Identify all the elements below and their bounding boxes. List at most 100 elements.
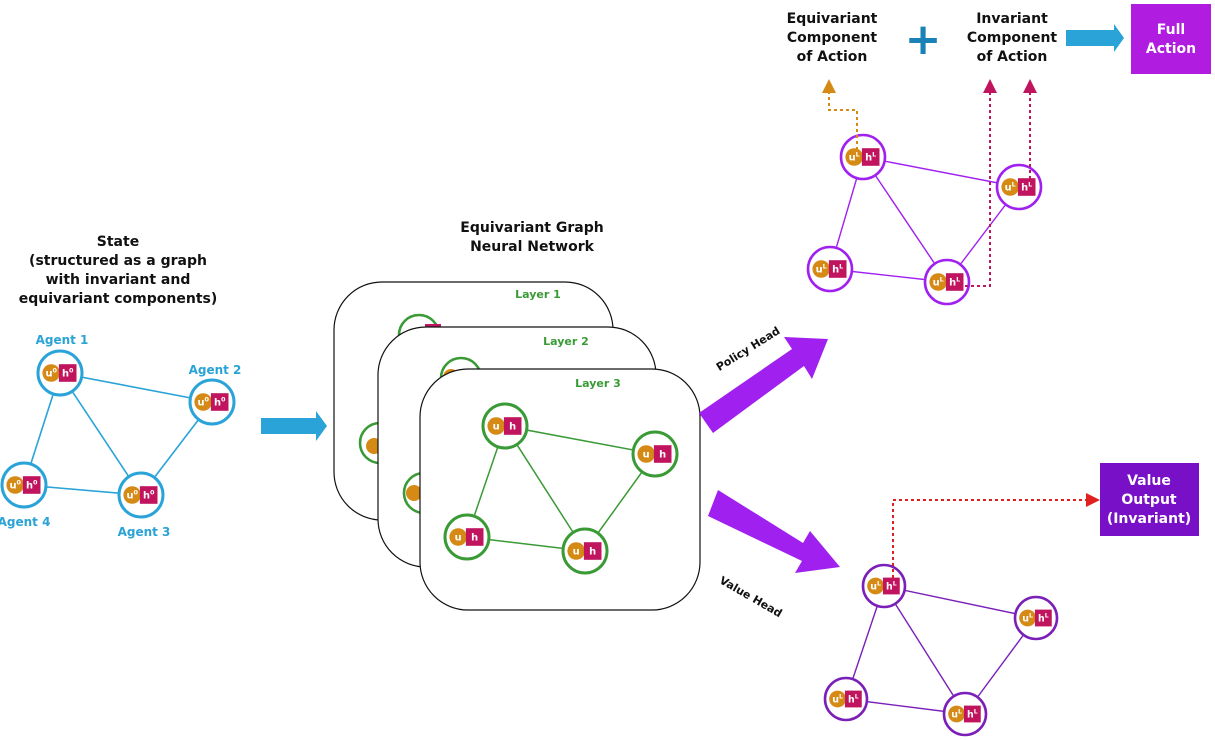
layer-1-label: Layer 1 [515, 288, 561, 301]
invariant-action-label: Invariant Component of Action [967, 11, 1058, 65]
u-feature-label: uL [1022, 613, 1033, 625]
u-feature-label: u [643, 449, 650, 460]
h-feature-square [210, 393, 229, 411]
h-feature-square [861, 148, 880, 166]
h-feature-square [844, 690, 862, 708]
h-feature-label: hL [967, 709, 978, 721]
value-head-arrow [708, 490, 840, 573]
h-feature-square [882, 577, 900, 595]
policy-node-2: uL hL [995, 163, 1043, 211]
svg-text:Invariant: Invariant [976, 11, 1048, 27]
u-feature-label: uL [1005, 181, 1016, 194]
u-feature-label: uL [951, 709, 962, 721]
state-title-line-3: with invariant and [46, 272, 191, 288]
u-feature-dot [42, 364, 60, 382]
layer-3-label: Layer 3 [575, 377, 621, 390]
plus-sign: + [905, 14, 942, 65]
u-feature-dot [449, 528, 468, 546]
u-feature-label: uL [870, 581, 881, 593]
value-node-1: uL hL [861, 563, 907, 609]
h-feature-square [828, 260, 847, 278]
u-feature-label: uL [849, 151, 860, 164]
h-feature-square [945, 273, 964, 291]
h-feature-label: hL [848, 694, 859, 706]
u-feature-dot [867, 577, 884, 595]
u-feature-dot [1001, 178, 1019, 196]
value-node-3: uL hL [942, 691, 988, 737]
value-head-label: Value Head [717, 574, 784, 620]
agent-1-label: Agent 1 [36, 333, 89, 347]
h-feature-label: h [659, 449, 666, 460]
u-feature-dot [929, 273, 947, 291]
h-feature-square [22, 476, 41, 494]
egnn-section: Equivariant Graph Neural Network Layer 1… [333, 220, 701, 611]
h-feature-square [1017, 178, 1036, 196]
agent-4-label: Agent 4 [0, 515, 50, 529]
h-feature-square [1034, 609, 1052, 627]
policy-head-arrow [699, 337, 828, 433]
svg-text:of Action: of Action [797, 49, 868, 65]
state-title-line-4: equivariant components) [19, 291, 218, 307]
h-feature-label: hL [949, 276, 960, 289]
svg-text:Equivariant: Equivariant [787, 11, 878, 27]
svg-text:Full: Full [1157, 22, 1185, 38]
agent-2-label: Agent 2 [189, 363, 242, 377]
policy-node-1: uL hL [839, 133, 887, 181]
u-feature-dot [567, 542, 585, 560]
svg-text:Output: Output [1121, 492, 1177, 508]
state-title-line-2: (structured as a graph [29, 253, 207, 269]
svg-text:Action: Action [1146, 41, 1196, 57]
u-feature-dot [829, 690, 846, 708]
u-feature-dot [845, 148, 863, 166]
h-feature-label: h [509, 421, 516, 432]
h-feature-square [139, 486, 158, 504]
u-feature-dot [194, 393, 212, 411]
h-feature-square [653, 445, 672, 463]
state-section: State (structured as a graph with invari… [0, 234, 241, 539]
h-feature-label: hL [886, 581, 897, 593]
u-feature-dot [487, 417, 506, 435]
h-feature-square [583, 542, 602, 560]
u-feature-dot [637, 445, 655, 463]
svg-text:(Invariant): (Invariant) [1107, 511, 1191, 527]
layer-2-label: Layer 2 [543, 335, 589, 348]
svg-text:Value: Value [1127, 473, 1171, 489]
u-feature-label: uL [816, 263, 827, 276]
u-feature-dot [1019, 609, 1036, 627]
state-title-line-1: State [97, 234, 139, 250]
h-feature-label: hL [865, 151, 876, 164]
full-action-box: Full Action [1131, 4, 1211, 74]
u-feature-dot [6, 476, 24, 494]
egnn-title-line-2: Neural Network [470, 239, 595, 255]
u-feature-label: u [573, 546, 580, 557]
u-feature-dot [812, 260, 830, 278]
policy-node-4: uL hL [806, 245, 854, 293]
h-feature-square [963, 705, 981, 723]
h-feature-label: h [471, 532, 478, 543]
svg-text:Component: Component [967, 30, 1058, 46]
h-feature-square [465, 528, 484, 546]
h-feature-square [58, 364, 77, 382]
h-feature-label: hL [1038, 613, 1049, 625]
h-feature-label: hL [832, 263, 843, 276]
invariant-connector-1 [965, 79, 997, 287]
h-feature-label: hL [1021, 181, 1032, 194]
h-feature-square [503, 417, 522, 435]
state-to-egnn-arrow [261, 411, 327, 441]
value-node-2: uL hL [1013, 595, 1059, 641]
